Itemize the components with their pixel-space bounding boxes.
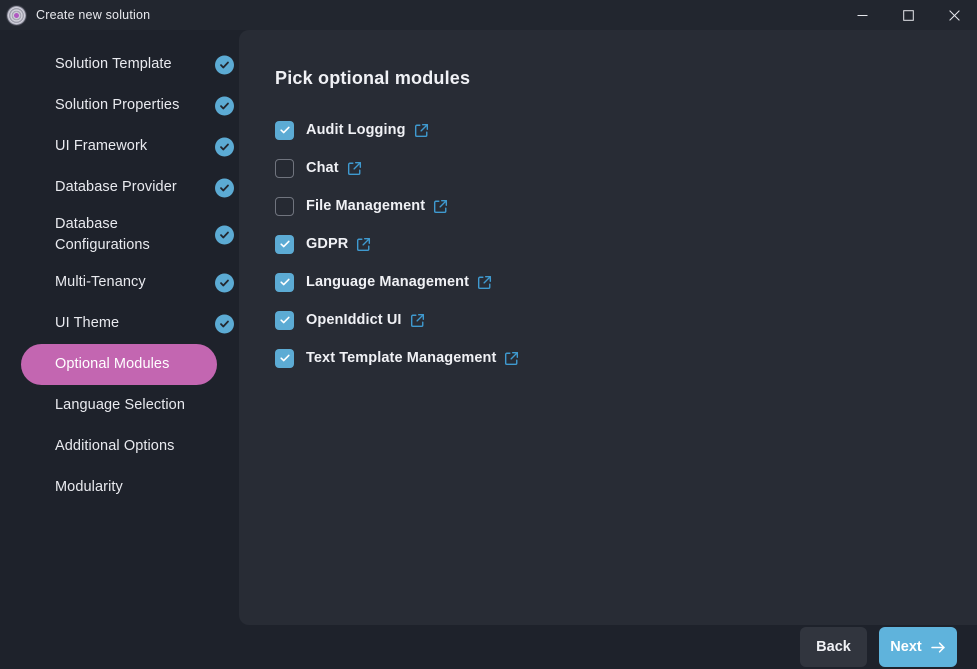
sidebar-item-label: UI Framework xyxy=(55,138,148,154)
module-row-openiddict-ui[interactable]: OpenIddict UI xyxy=(275,301,941,339)
external-link-icon[interactable] xyxy=(414,123,429,138)
module-row-language-management[interactable]: Language Management xyxy=(275,263,941,301)
module-row-audit-logging[interactable]: Audit Logging xyxy=(275,111,941,149)
optional-modules-panel: Pick optional modules Audit Logging xyxy=(239,30,977,625)
module-row-chat[interactable]: Chat xyxy=(275,149,941,187)
sidebar-item-label: UI Theme xyxy=(55,315,120,331)
title-bar: Create new solution xyxy=(0,0,977,30)
module-checkbox-gdpr[interactable] xyxy=(275,234,294,254)
sidebar-item-multi-tenancy[interactable]: Multi-Tenancy xyxy=(21,262,234,303)
module-row-file-management[interactable]: File Management xyxy=(275,187,941,225)
external-link-icon[interactable] xyxy=(356,237,371,252)
abp-circular-logo-icon xyxy=(7,5,26,25)
sidebar-item-label: Database Configurations xyxy=(55,216,150,253)
sidebar-item-database-provider[interactable]: Database Provider xyxy=(21,167,234,208)
module-label: Text Template Management xyxy=(306,350,497,366)
check-circle-icon xyxy=(215,225,234,245)
sidebar-item-solution-properties[interactable]: Solution Properties xyxy=(21,85,234,126)
module-checkbox-language-management[interactable] xyxy=(275,272,294,292)
sidebar-item-label: Solution Template xyxy=(55,56,172,72)
module-label: GDPR xyxy=(306,236,349,252)
sidebar-item-ui-theme[interactable]: UI Theme xyxy=(21,303,234,344)
sidebar-item-ui-framework[interactable]: UI Framework xyxy=(21,126,234,167)
check-circle-icon xyxy=(215,137,234,156)
sidebar-item-additional-options[interactable]: Additional Options xyxy=(21,426,217,467)
module-row-text-template-management[interactable]: Text Template Management xyxy=(275,339,941,377)
sidebar-item-modularity[interactable]: Modularity xyxy=(21,467,217,508)
wizard-footer: Back Next xyxy=(0,625,977,669)
module-label: Language Management xyxy=(306,274,470,290)
sidebar-item-label: Modularity xyxy=(55,479,123,495)
window-controls xyxy=(839,0,977,30)
external-link-icon[interactable] xyxy=(433,199,448,214)
arrow-right-icon xyxy=(930,641,946,654)
next-button-label: Next xyxy=(890,639,922,655)
sidebar-item-label: Optional Modules xyxy=(55,356,170,372)
sidebar-item-label: Multi-Tenancy xyxy=(55,274,146,290)
maximize-icon[interactable] xyxy=(885,0,931,30)
external-link-icon[interactable] xyxy=(504,351,519,366)
module-checkbox-audit-logging[interactable] xyxy=(275,120,294,140)
page-title: Pick optional modules xyxy=(275,68,471,88)
external-link-icon[interactable] xyxy=(410,313,425,328)
wizard-step-sidebar: Solution Template Solution Properties UI… xyxy=(0,30,239,669)
external-link-icon[interactable] xyxy=(477,275,492,290)
module-checkbox-openiddict-ui[interactable] xyxy=(275,310,294,330)
check-circle-icon xyxy=(215,314,234,333)
sidebar-item-database-configurations[interactable]: Database Configurations xyxy=(21,208,234,262)
module-label: Audit Logging xyxy=(306,122,406,138)
sidebar-item-language-selection[interactable]: Language Selection xyxy=(21,385,217,426)
external-link-icon[interactable] xyxy=(347,161,362,176)
close-icon[interactable] xyxy=(931,0,977,30)
sidebar-item-solution-template[interactable]: Solution Template xyxy=(21,44,234,85)
module-label: OpenIddict UI xyxy=(306,312,402,328)
module-label: File Management xyxy=(306,198,426,214)
module-label: Chat xyxy=(306,160,339,176)
check-circle-icon xyxy=(215,273,234,292)
next-button[interactable]: Next xyxy=(879,627,957,667)
check-circle-icon xyxy=(215,178,234,197)
sidebar-item-label: Database Provider xyxy=(55,179,177,195)
sidebar-item-label: Language Selection xyxy=(55,397,185,413)
window-title: Create new solution xyxy=(36,8,151,22)
sidebar-item-optional-modules[interactable]: Optional Modules xyxy=(21,344,217,385)
sidebar-item-label: Additional Options xyxy=(55,438,175,454)
content-area: Pick optional modules Audit Logging xyxy=(239,30,977,669)
module-row-gdpr[interactable]: GDPR xyxy=(275,225,941,263)
module-checkbox-file-management[interactable] xyxy=(275,196,294,216)
minimize-icon[interactable] xyxy=(839,0,885,30)
module-checkbox-text-template-management[interactable] xyxy=(275,348,294,368)
window-body: Solution Template Solution Properties UI… xyxy=(0,30,977,669)
sidebar-item-label: Solution Properties xyxy=(55,97,180,113)
check-circle-icon xyxy=(215,96,234,115)
optional-modules-list: Audit Logging Chat Fil xyxy=(275,111,941,377)
back-button[interactable]: Back xyxy=(800,627,867,667)
module-checkbox-chat[interactable] xyxy=(275,158,294,178)
check-circle-icon xyxy=(215,55,234,74)
